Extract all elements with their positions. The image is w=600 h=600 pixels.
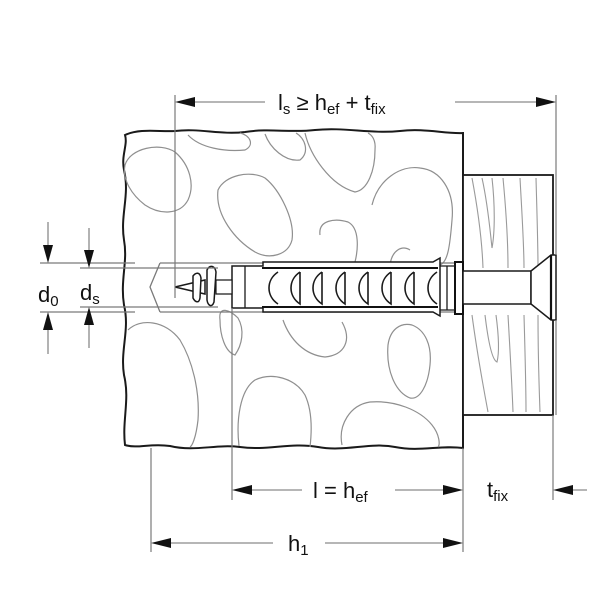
label-d0: d0: [38, 282, 59, 310]
dimension-d0-ds: d0 ds: [38, 222, 218, 354]
dimension-l-hef: l = hef: [231, 308, 464, 552]
label-h1: h1: [288, 531, 309, 559]
dimension-ls: ls ≥ hef + tfix: [174, 90, 557, 415]
screw: [174, 254, 557, 321]
label-ls: ls ≥ hef + tfix: [278, 90, 386, 118]
label-tfix: tfix: [487, 477, 509, 505]
label-ds: ds: [80, 280, 100, 308]
plastic-dowel: [231, 256, 464, 318]
label-l-hef: l = hef: [313, 478, 369, 506]
dimension-h1: h1: [150, 448, 463, 559]
aggregate-texture: [123, 132, 453, 448]
dimension-tfix: tfix: [487, 415, 587, 505]
